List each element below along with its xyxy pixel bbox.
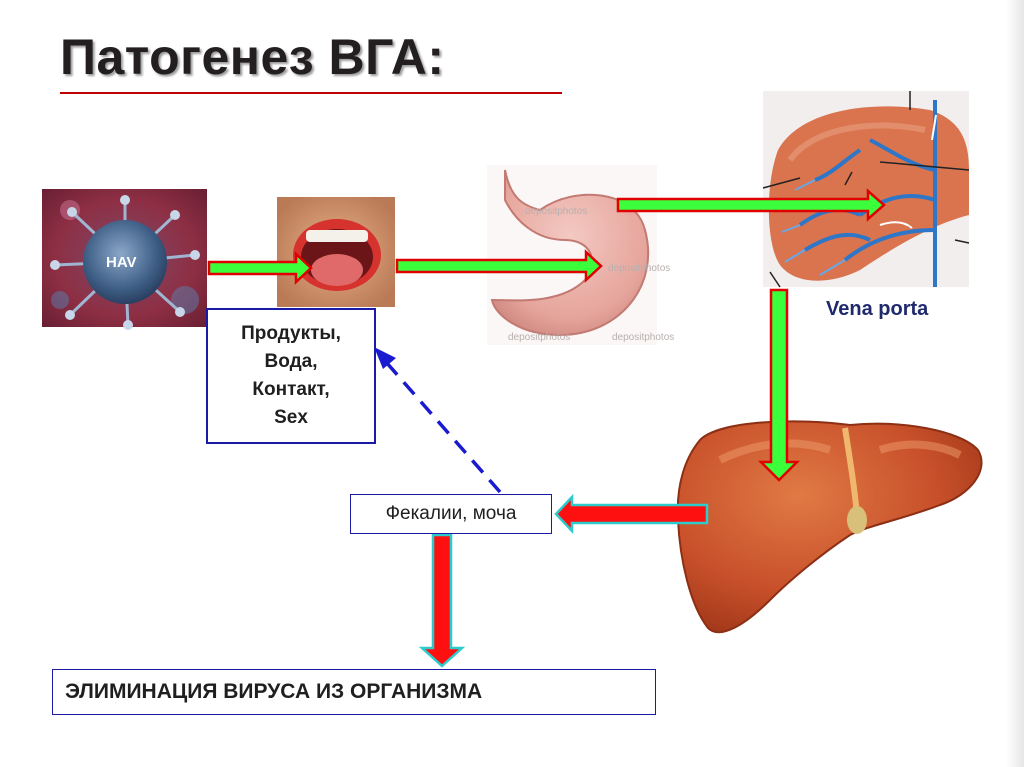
- stomach-watermark-corner: depositphotos: [612, 332, 674, 343]
- liver-image: [676, 420, 983, 634]
- mouth-image: [277, 197, 395, 307]
- route-line-sex: Sex: [274, 407, 308, 428]
- stomach-watermark-mid: depositphotos: [608, 263, 670, 274]
- slide-edge-shadow: [1006, 0, 1024, 767]
- slide-title: Патогенез ВГА:: [60, 29, 445, 85]
- portal-liver-image: [762, 91, 970, 288]
- vena-porta-label: Vena porta: [826, 298, 929, 320]
- route-line-food: Продукты,: [241, 323, 341, 344]
- title-underline: [60, 92, 562, 94]
- stomach-watermark-bottom: depositphotos: [508, 332, 570, 343]
- stomach-watermark-top: depositphotos: [525, 206, 587, 217]
- elimination-box: ЭЛИМИНАЦИЯ ВИРУСА ИЗ ОРГАНИЗМА: [52, 669, 656, 715]
- arrow-portal-to-liver: [757, 288, 801, 482]
- route-line-contact: Контакт,: [252, 379, 330, 400]
- route-line-water: Вода,: [264, 351, 318, 372]
- arrow-excreta-to-elimination: [418, 533, 466, 668]
- arrow-stomach-to-portal: [616, 188, 886, 222]
- virus-label: HAV: [106, 254, 137, 271]
- arrow-virus-to-mouth: [207, 251, 313, 285]
- arrow-liver-to-excreta: [554, 493, 709, 535]
- transmission-routes-box: Продукты, Вода, Контакт, Sex: [206, 308, 376, 444]
- arrow-mouth-to-stomach: [395, 249, 603, 283]
- excreta-box: Фекалии, моча: [350, 494, 552, 534]
- virus-image: [42, 189, 207, 330]
- stomach-image: depositphotos depositphotos depositphoto…: [487, 165, 674, 345]
- dashed-arrow-reinfection: [374, 347, 502, 494]
